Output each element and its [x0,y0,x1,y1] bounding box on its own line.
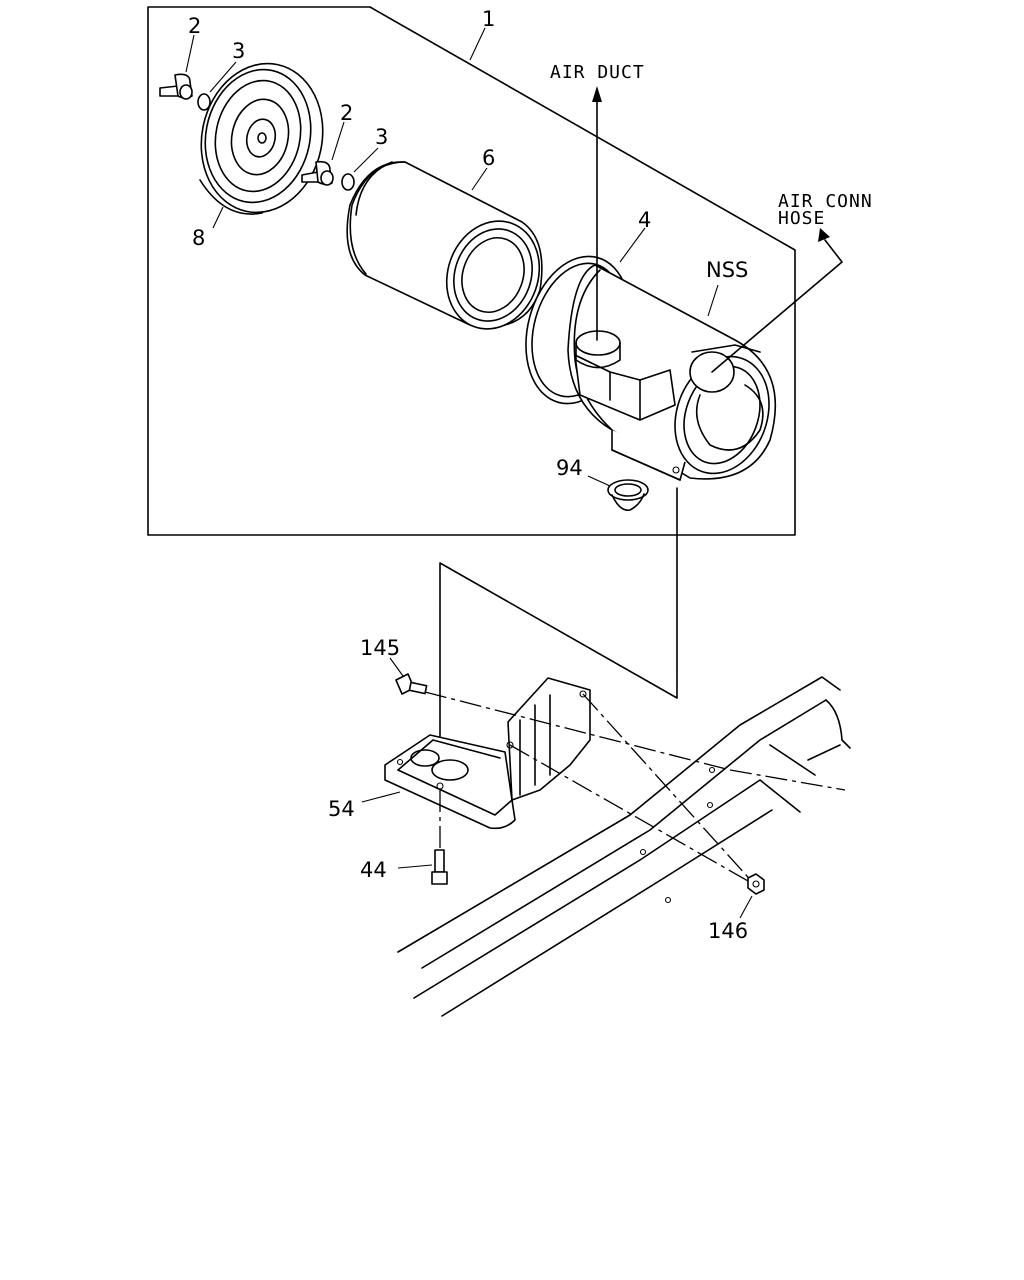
label-wing-bolt-mid: 2 [340,101,353,125]
mounting-bracket [361,677,591,830]
bolt-axes [424,691,756,886]
label-body: 4 [638,208,651,232]
wing-bolt-mid [301,121,345,186]
label-element: 6 [482,146,495,170]
label-air-conn: AIR CONN [778,191,873,212]
air-conn-hose-arrow [711,228,843,373]
assembly-connector [439,487,678,791]
air-cleaner-cap [199,62,324,229]
label-washer-mid: 3 [375,125,388,149]
label-grommet: 94 [556,456,583,480]
bolt-44 [397,849,448,885]
wing-bolt-top [159,34,195,100]
label-hose: HOSE [778,208,825,229]
air-duct-arrow [592,86,602,341]
nss-leader [707,284,719,317]
label-bolt-145: 145 [360,636,400,660]
air-cleaner-element [346,161,543,330]
label-bracket: 54 [328,797,355,821]
label-wing-bolt-top: 2 [188,14,201,38]
nut-146 [739,873,765,919]
grommet [587,475,649,512]
label-assembly: 1 [482,7,495,31]
label-nut: 146 [708,919,748,943]
bolt-145 [389,657,428,695]
assembly-frame [147,6,796,536]
frame-rail [397,676,851,1017]
label-bolt-44: 44 [360,858,387,882]
washer-top [197,61,237,111]
air-cleaner-body [525,227,777,481]
label-cap: 8 [192,226,205,250]
label-nss: NSS [706,258,748,282]
label-air-duct: AIR DUCT [550,62,645,83]
washer-mid [341,147,379,191]
label-washer-top: 3 [232,39,245,63]
